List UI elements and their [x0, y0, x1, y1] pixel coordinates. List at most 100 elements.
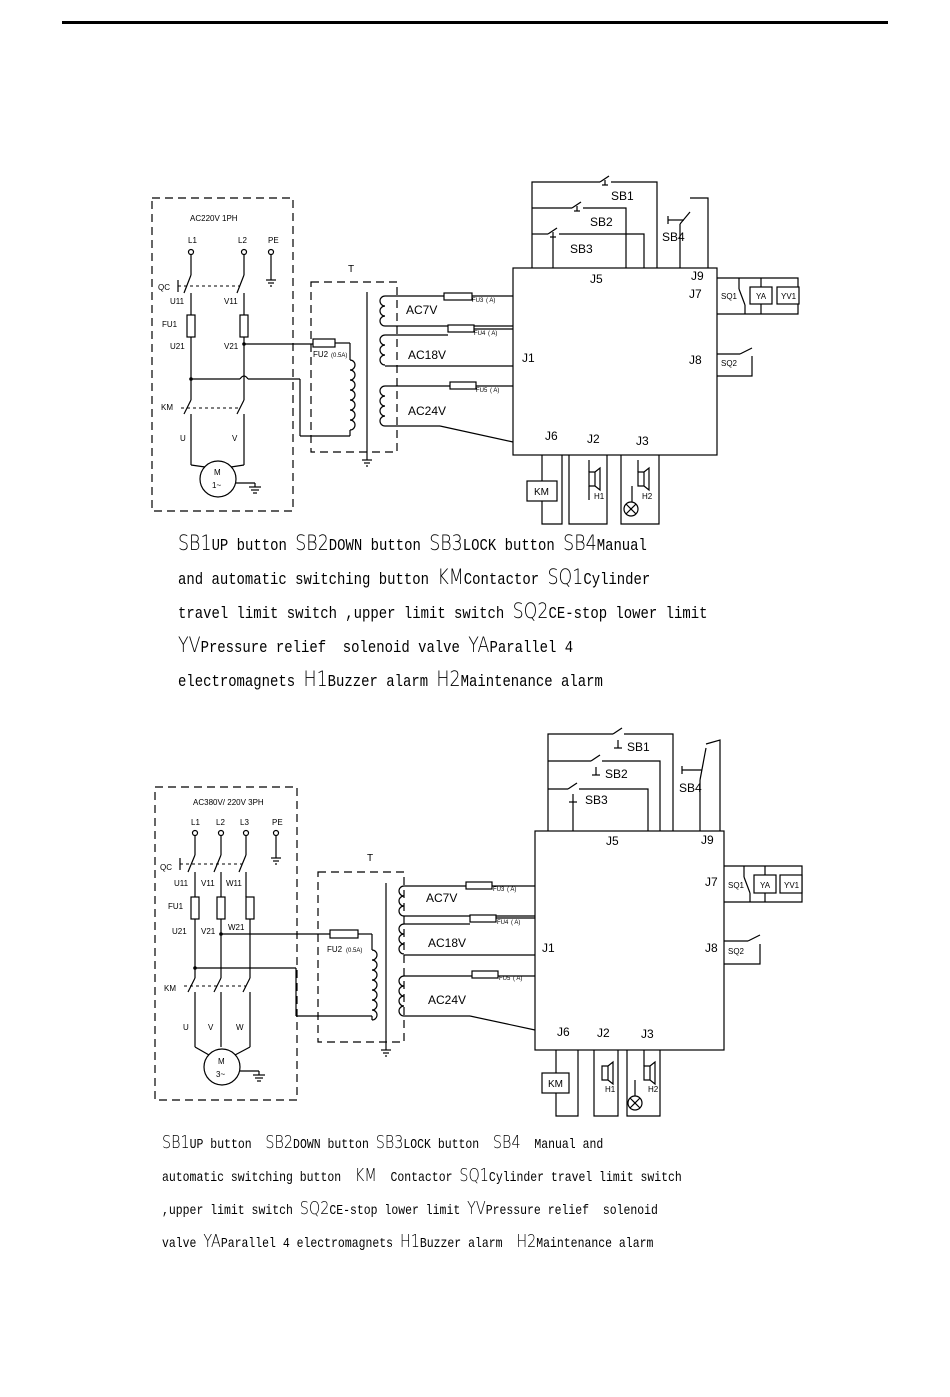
- legend-code: SB1: [178, 531, 212, 556]
- legend-code: SQ2: [512, 599, 549, 624]
- winding-ac24v: AC24V: [408, 404, 446, 418]
- legend-line: SB1UP button SB2DOWN button SB3LOCK butt…: [178, 528, 647, 562]
- supply-label: AC380V/ 220V 3PH: [193, 798, 264, 807]
- motor-term-u: U: [183, 1023, 189, 1032]
- controller-board: [512, 267, 718, 456]
- winding-ac7v: AC7V: [426, 891, 457, 905]
- terminal-l1: L1: [191, 818, 200, 827]
- terminal-l2: L2: [216, 818, 225, 827]
- legend-text: Pressure relief solenoid: [485, 1203, 658, 1219]
- fuse-fu4-rating: ( A): [511, 920, 520, 926]
- motor-type: 1~: [212, 481, 221, 490]
- legend-text: Manual: [596, 537, 647, 556]
- legend-text: Pressure relief solenoid valve: [200, 639, 469, 658]
- legend-code: YV: [178, 633, 201, 658]
- controller-board: [534, 830, 725, 1051]
- legend-line: ,upper limit switch SQ2CE-stop lower lim…: [162, 1194, 736, 1227]
- switch-sb1: SB1: [611, 189, 634, 203]
- label-u21: U21: [170, 342, 185, 351]
- switch-sb4: SB4: [662, 230, 685, 244]
- legend-text: CE-stop lower limit: [548, 605, 708, 624]
- legend-code: H1: [303, 667, 328, 692]
- h2-label: H2: [642, 492, 653, 501]
- terminal-pe: PE: [268, 236, 279, 245]
- legend-code: KM: [354, 1166, 377, 1186]
- legend-code: H2: [436, 667, 461, 692]
- terminal-l1: L1: [188, 236, 197, 245]
- yv1-label: YV1: [781, 292, 797, 301]
- fuse-fu4: FU4: [497, 920, 509, 926]
- motor-label: M: [214, 468, 221, 477]
- fuse-fu5: FU5: [499, 976, 511, 982]
- connector-j9: J9: [691, 269, 704, 283]
- switch-sb3: SB3: [585, 793, 608, 807]
- motor-symbol: [199, 460, 237, 498]
- legend-text: valve: [162, 1236, 204, 1252]
- fuse-fu5: FU5: [476, 388, 488, 394]
- km-label: KM: [164, 984, 176, 993]
- sq1-label: SQ1: [721, 292, 738, 301]
- motor-type: 3~: [216, 1070, 225, 1079]
- fuse-fu3-rating: ( A): [507, 887, 516, 893]
- legend-text: UP button: [211, 537, 296, 556]
- power-supply-enclosure: [154, 786, 298, 1101]
- legend-code: YA: [203, 1232, 221, 1252]
- connector-j9: J9: [701, 833, 714, 847]
- connector-j1: J1: [522, 351, 535, 365]
- legend-code: SB2: [295, 531, 329, 556]
- motor-label: M: [218, 1057, 225, 1066]
- label-v11: V11: [201, 879, 215, 888]
- legend-text: Manual and: [520, 1137, 604, 1153]
- legend-text: automatic switching button: [162, 1170, 355, 1186]
- sq2-label: SQ2: [728, 947, 745, 956]
- fuse-fu4-rating: ( A): [488, 331, 497, 337]
- legend-text: DOWN button: [328, 537, 430, 556]
- legend-code: KM: [437, 565, 464, 590]
- legend-three-phase: SB1UP button SB2DOWN button SB3LOCK butt…: [162, 1128, 736, 1260]
- legend-text: Contactor: [376, 1170, 460, 1186]
- label-u21: U21: [172, 927, 187, 936]
- legend-text: travel limit switch ,upper limit switch: [178, 605, 513, 624]
- legend-code: H1: [399, 1232, 420, 1252]
- fuse-fu3: FU3: [493, 887, 505, 893]
- fuse-fu5-rating: ( A): [513, 976, 522, 982]
- legend-text: LOCK button: [462, 537, 564, 556]
- legend-line: valve YAParallel 4 electromagnets H1Buzz…: [162, 1227, 736, 1260]
- connector-j6: J6: [557, 1025, 570, 1039]
- label-v11: V11: [224, 297, 238, 306]
- h1-label: H1: [594, 492, 605, 501]
- label-v21: V21: [224, 342, 239, 351]
- legend-text: and automatic switching button: [178, 571, 438, 590]
- legend-text: LOCK button: [403, 1137, 493, 1153]
- legend-line: SB1UP button SB2DOWN button SB3LOCK butt…: [162, 1128, 736, 1161]
- legend-code: H2: [516, 1232, 537, 1252]
- legend-line: electromagnets H1Buzzer alarm H2Maintena…: [178, 664, 621, 698]
- legend-text: CE-stop lower limit: [329, 1203, 468, 1219]
- qc-label: QC: [158, 283, 170, 292]
- fuse-fu3: FU3: [472, 298, 484, 304]
- legend-text: UP button: [189, 1137, 266, 1153]
- transformer-enclosure: [310, 281, 398, 453]
- legend-text: Parallel 4 electromagnets: [220, 1236, 400, 1252]
- switch-sb2: SB2: [590, 215, 613, 229]
- h1-label: H1: [605, 1085, 616, 1094]
- legend-code: SQ1: [459, 1166, 489, 1186]
- fu1-label: FU1: [168, 902, 184, 911]
- legend-text: Cylinder: [583, 571, 651, 590]
- legend-text: ,upper limit switch: [162, 1203, 300, 1219]
- fu1-label: FU1: [162, 320, 178, 329]
- legend-text: Buzzer alarm: [419, 1236, 517, 1252]
- legend-text: Contactor: [463, 571, 548, 590]
- connector-j2: J2: [587, 432, 600, 446]
- switch-sb1: SB1: [627, 740, 650, 754]
- ya-label: YA: [760, 881, 771, 890]
- legend-line: travel limit switch ,upper limit switch …: [178, 596, 707, 630]
- connector-j8: J8: [689, 353, 702, 367]
- motor-symbol: [203, 1048, 241, 1086]
- connector-j8: J8: [705, 941, 718, 955]
- switch-sb3: SB3: [570, 242, 593, 256]
- fu2-rating: (0.5A): [346, 948, 362, 954]
- winding-ac24v: AC24V: [428, 993, 466, 1007]
- switch-sb2: SB2: [605, 767, 628, 781]
- connector-j5: J5: [606, 834, 619, 848]
